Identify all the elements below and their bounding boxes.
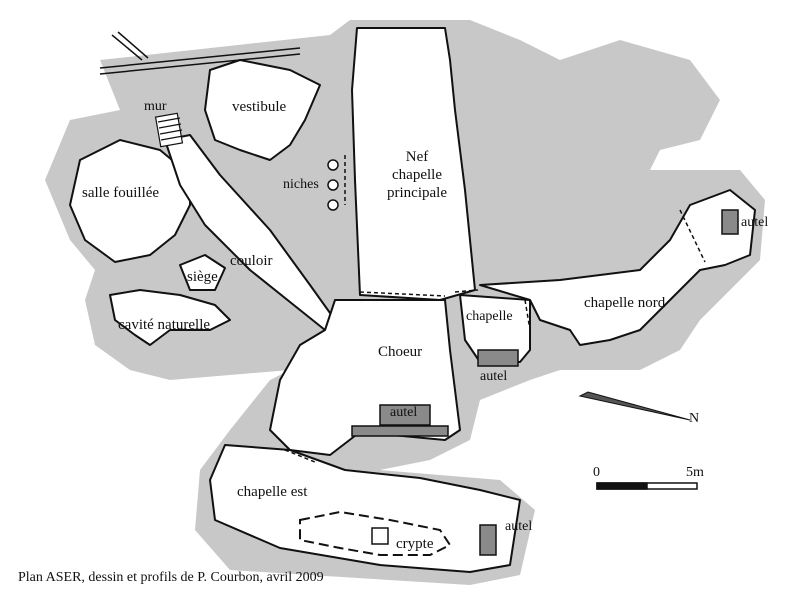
altar-chapelle <box>477 349 519 367</box>
figure-caption: Plan ASER, dessin et profils de P. Courb… <box>18 570 324 585</box>
label-autel-chapelle: autel <box>480 369 508 384</box>
salle-fouillee-outline <box>69 139 191 263</box>
altar-est <box>479 524 497 556</box>
chapelle-nord-outline <box>479 189 756 346</box>
label-salle-fouillee: salle fouillée <box>82 185 160 201</box>
label-niches: niches <box>283 177 319 192</box>
thresholds <box>284 155 706 463</box>
altar-choeur <box>379 404 431 426</box>
cavite-naturelle-outline <box>109 289 231 346</box>
cave-floor-outlines <box>69 27 756 573</box>
chapelle-est-outline <box>209 444 521 573</box>
label-crypte: crypte <box>396 536 434 552</box>
label-chapelle: chapelle <box>466 309 513 324</box>
label-autel-choeur: autel <box>390 405 418 420</box>
vestibule-outline <box>204 59 321 161</box>
north-arrow-icon <box>578 391 691 421</box>
scale-start-label: 0 <box>593 465 600 480</box>
altars <box>351 209 739 556</box>
label-nef-principale: principale <box>387 185 447 201</box>
label-choeur: Choeur <box>378 344 423 360</box>
label-autel-nord: autel <box>741 215 769 230</box>
north-label: N <box>689 411 700 426</box>
label-mur: mur <box>144 99 167 114</box>
label-chapelle-est: chapelle est <box>237 484 308 500</box>
niches-marks <box>327 159 339 211</box>
label-couloir: couloir <box>230 253 273 269</box>
label-nef-group: Nef chapelle principale <box>372 148 462 202</box>
road-lines <box>99 31 301 75</box>
siege-outline <box>179 254 226 291</box>
altar-choeur-base <box>351 425 449 437</box>
nef-outline <box>351 27 476 301</box>
scale-bar <box>596 482 698 490</box>
label-siege: siège <box>187 269 218 285</box>
crypte-stone <box>371 527 389 545</box>
label-nef: Nef <box>405 149 429 165</box>
label-vestibule: vestibule <box>232 99 287 115</box>
label-chapelle-nord: chapelle nord <box>584 295 666 311</box>
label-autel-est: autel <box>505 519 533 534</box>
scale-end-label: 5m <box>686 465 704 480</box>
altar-nord <box>721 209 739 235</box>
mur-wall <box>154 112 184 148</box>
label-cavite-naturelle: cavité naturelle <box>118 317 211 333</box>
label-nef-chapelle: chapelle <box>392 167 442 183</box>
crypte-outline <box>299 510 452 556</box>
